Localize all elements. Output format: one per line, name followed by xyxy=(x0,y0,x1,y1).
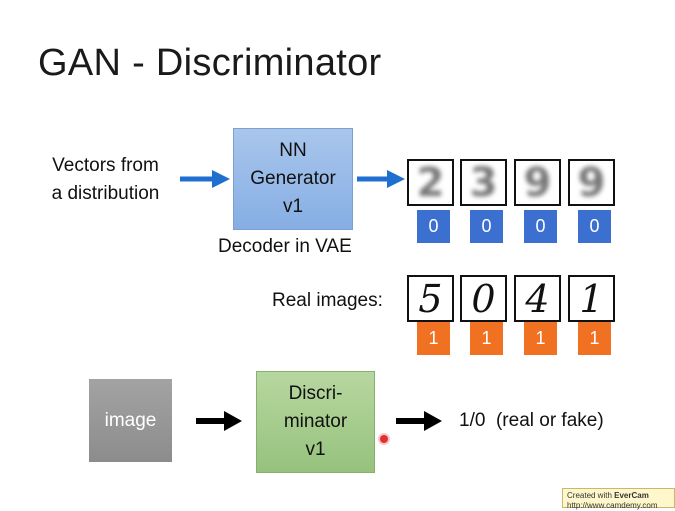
generated-image: 9 xyxy=(514,159,561,206)
generator-box: NN Generator v1 xyxy=(233,128,353,230)
slide-title: GAN - Discriminator xyxy=(38,42,382,84)
evercam-watermark: Created with EverCam http://www.camdemy.… xyxy=(562,488,675,510)
input-label-line2: a distribution xyxy=(51,183,160,204)
discriminator-line1: Discri- xyxy=(288,383,343,404)
generator-line3: v1 xyxy=(282,196,304,217)
real-images-label: Real images: xyxy=(272,290,383,311)
discriminator-line2: minator xyxy=(283,411,348,432)
generated-image: 9 xyxy=(568,159,615,206)
right-arrow-icon xyxy=(196,411,242,431)
fake-label-badge: 0 xyxy=(578,210,611,243)
real-image: 1 xyxy=(568,275,615,322)
generated-image: 3 xyxy=(460,159,507,206)
right-arrow-icon xyxy=(396,411,442,431)
right-arrow-icon xyxy=(357,170,405,188)
discriminator-output-label: 1/0 (real or fake) xyxy=(459,410,604,431)
real-image: 5 xyxy=(407,275,454,322)
discriminator-line3: v1 xyxy=(305,439,326,460)
fake-label-badge: 0 xyxy=(470,210,503,243)
real-label-badge: 1 xyxy=(417,322,450,355)
real-label-badge: 1 xyxy=(578,322,611,355)
generated-image: 2 xyxy=(407,159,454,206)
real-label-badge: 1 xyxy=(524,322,557,355)
generator-line1: NN xyxy=(279,140,307,161)
real-image: 4 xyxy=(514,275,561,322)
image-input-box: image xyxy=(89,379,172,462)
fake-label-badge: 0 xyxy=(417,210,450,243)
real-label-badge: 1 xyxy=(470,322,503,355)
discriminator-box: Discri- minator v1 xyxy=(256,371,375,473)
generator-line2: Generator xyxy=(250,168,336,189)
input-label-line1: Vectors from xyxy=(52,155,159,176)
input-label: Vectors from a distribution xyxy=(38,152,173,208)
fake-label-badge: 0 xyxy=(524,210,557,243)
cursor-indicator xyxy=(380,435,388,443)
real-image: 0 xyxy=(460,275,507,322)
generator-caption: Decoder in VAE xyxy=(218,236,352,257)
right-arrow-icon xyxy=(180,170,230,188)
